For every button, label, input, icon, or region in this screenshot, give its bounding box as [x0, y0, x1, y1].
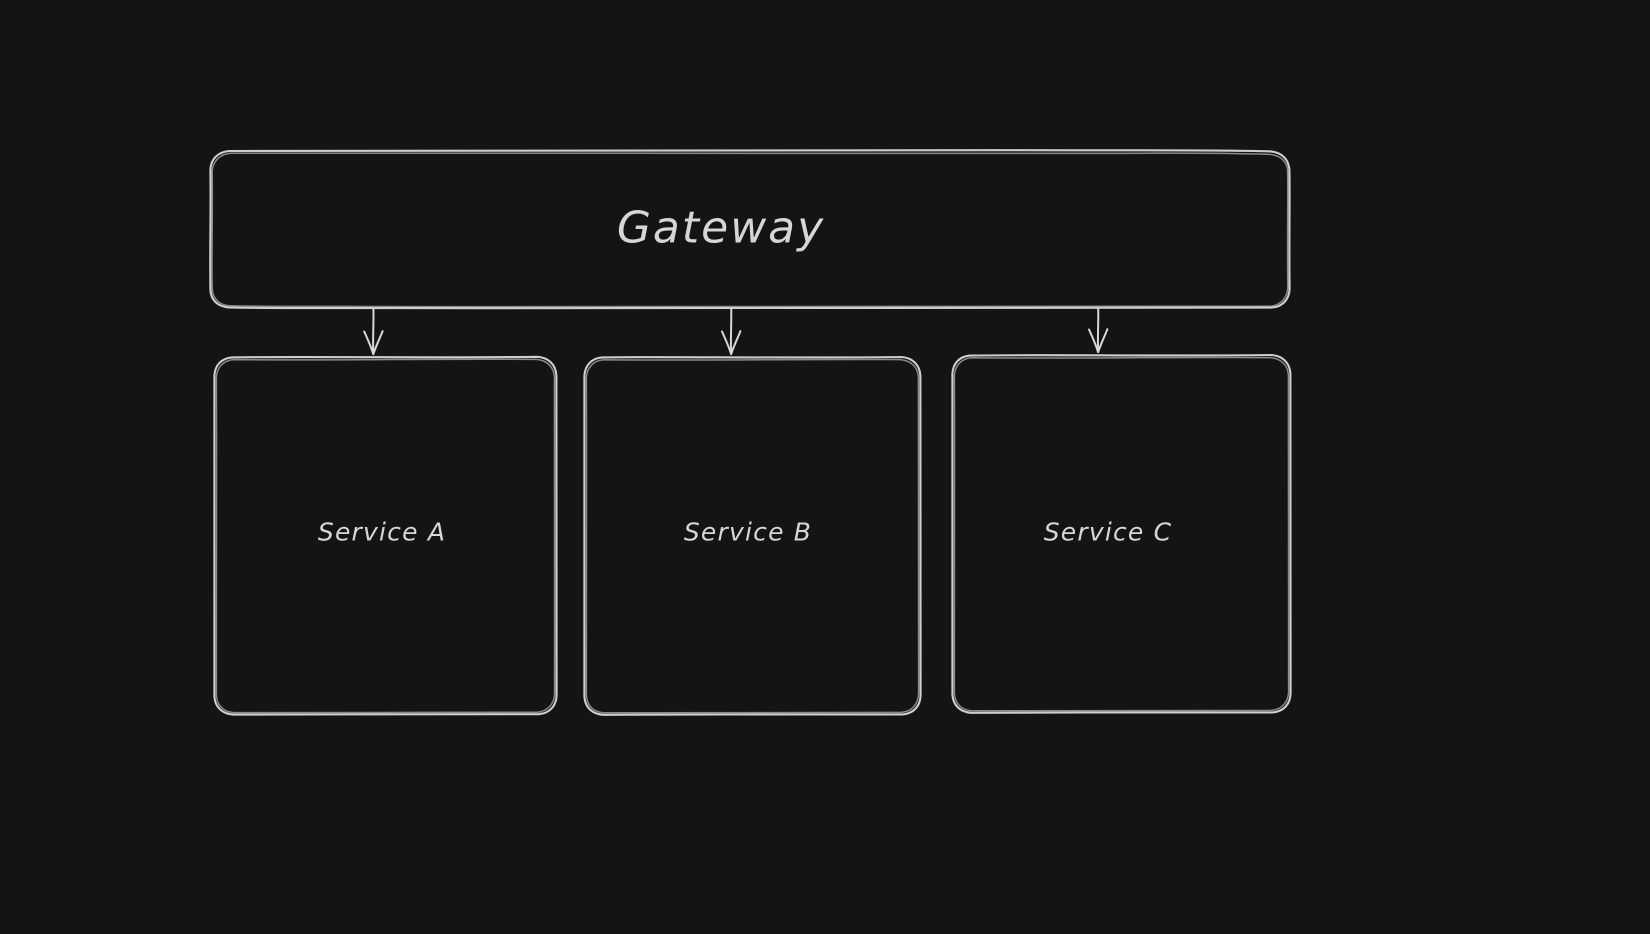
gateway-outline-pass-2: [211, 152, 1289, 308]
edge-gateway-service-c-arrowhead: [1088, 328, 1109, 354]
node-service-a[interactable]: [213, 355, 558, 716]
node-gateway[interactable]: [209, 149, 1291, 310]
node-label-service-a: Service A: [317, 517, 447, 547]
service-b-outline-pass-2: [585, 358, 920, 714]
node-label-service-b: Service B: [683, 517, 813, 547]
edge-gateway-service-b-arrowhead: [721, 330, 742, 356]
node-label-service-c: Service C: [1043, 517, 1173, 547]
edge-gateway-service-c[interactable]: [1088, 308, 1109, 354]
service-c-outline-pass-2: [953, 356, 1290, 712]
edge-gateway-service-a[interactable]: [363, 308, 384, 356]
service-b-outline-pass-1: [583, 355, 922, 716]
service-a-outline-pass-1: [213, 355, 558, 716]
node-service-b[interactable]: [583, 355, 922, 716]
edge-gateway-service-b[interactable]: [721, 308, 742, 356]
gateway-outline-pass-1: [209, 149, 1291, 310]
node-label-gateway: Gateway: [616, 202, 826, 254]
service-c-outline-pass-1: [951, 353, 1292, 714]
edge-gateway-service-a-arrowhead: [363, 330, 384, 356]
service-a-outline-pass-2: [215, 358, 556, 714]
node-service-c[interactable]: [951, 353, 1292, 714]
